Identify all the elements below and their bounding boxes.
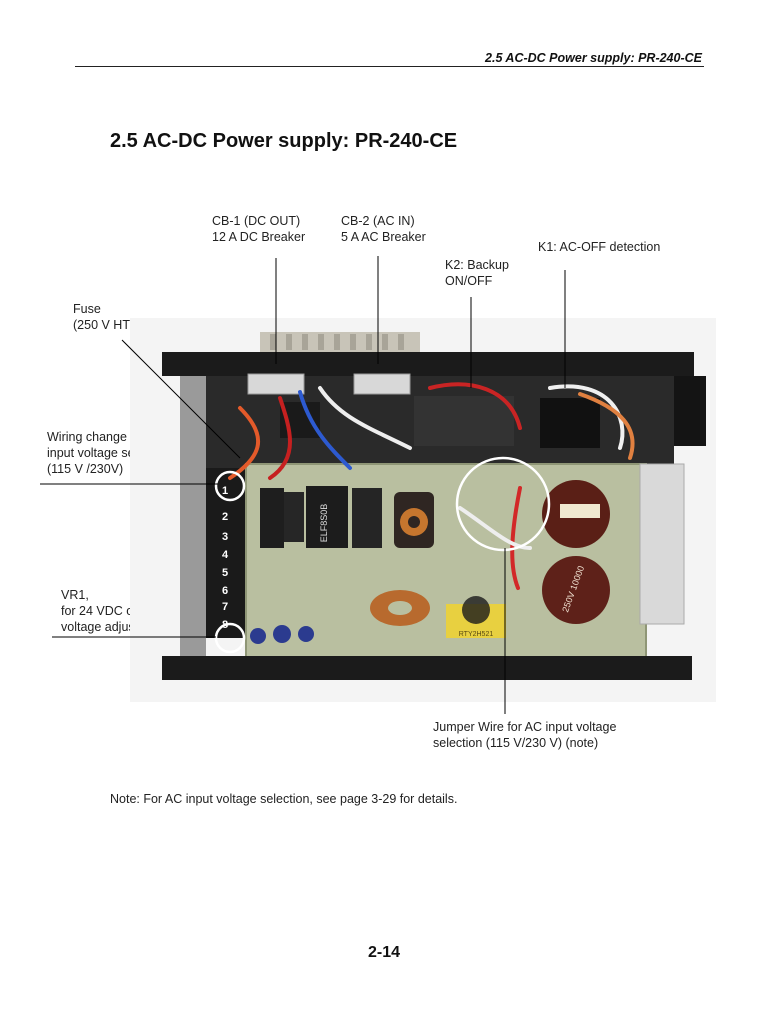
film-capacitor [306,486,348,548]
chassis-top-plate [162,352,694,376]
terminal-number: 2 [222,511,228,523]
bulk-capacitor-2 [542,556,610,624]
k1-relay [540,398,600,448]
terminal-number: 3 [222,531,228,543]
jumper-wire-label: Jumper Wire for AC input voltage selecti… [433,720,617,750]
chassis-bottom-plate [162,656,692,680]
page-number: 2-14 [367,944,401,961]
header-rule [75,66,704,67]
svg-text:ELF8S0B: ELF8S0B [319,504,329,543]
cb1-label: CB-1 (DC OUT) 12 A DC Breaker [212,214,306,244]
terminal-number: 5 [222,567,228,579]
terminal-number: 4 [222,549,229,561]
terminal-number: 6 [222,585,228,597]
note-text: Note: For AC input voltage selection, se… [110,792,458,806]
cb2-breaker [353,373,411,395]
cb1-breaker [247,373,305,395]
heatsink [639,463,685,625]
vr1-highlight [214,622,246,654]
power-supply-photo: 1 2 3 4 5 6 7 8 ELF8S0B 250V 10000 RTY2H… [130,318,716,702]
k2-label: K2: Backup ON/OFF [445,258,509,288]
wiring-change-highlight [214,470,246,502]
jumper-wire-highlight [455,456,551,552]
running-header: 2.5 AC-DC Power supply: PR-240-CE [485,51,702,65]
svg-text:RTY2H521: RTY2H521 [459,631,494,638]
k1-label: K1: AC-OFF detection [538,240,661,254]
cb2-label: CB-2 (AC IN) 5 A AC Breaker [341,214,426,244]
terminal-number: 1 [222,485,228,497]
terminal-number: 7 [222,601,228,613]
page-title: 2.5 AC-DC Power supply: PR-240-CE [110,130,458,152]
